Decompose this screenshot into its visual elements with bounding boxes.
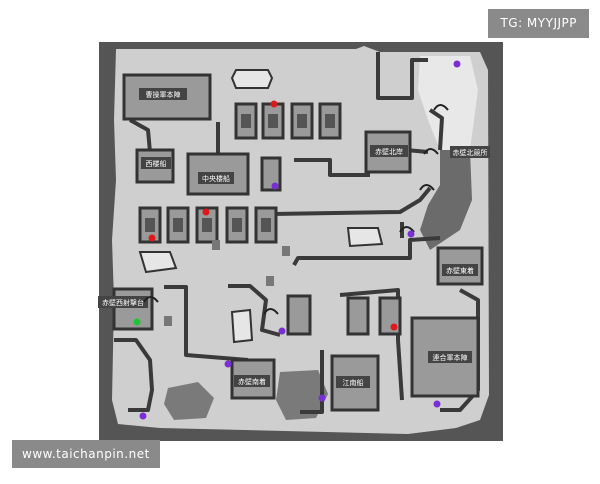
corridors xyxy=(114,52,480,414)
room-label: 中央楼船 xyxy=(202,174,230,183)
arrow-icon xyxy=(433,104,449,111)
red-marker xyxy=(390,323,398,331)
green-marker xyxy=(133,318,141,326)
arrow-icon xyxy=(419,184,435,191)
room-allied-main-camp: 連合軍本陣 xyxy=(410,316,480,398)
arrow-icon xyxy=(263,308,279,315)
purple-marker xyxy=(453,60,461,68)
purple-marker xyxy=(271,182,279,190)
light-island-top xyxy=(418,56,478,150)
room-jiangnan-ship: 江南船 xyxy=(330,354,380,412)
purple-marker xyxy=(224,360,232,368)
purple-marker xyxy=(433,400,441,408)
room-label: 江南船 xyxy=(343,378,364,387)
transition-arrows xyxy=(143,104,449,315)
red-marker xyxy=(202,208,210,216)
stairs xyxy=(164,240,290,326)
walkways xyxy=(138,69,384,344)
purple-marker xyxy=(278,327,286,335)
room-label: 曹操軍本陣 xyxy=(146,90,181,99)
water-area-right xyxy=(420,150,472,250)
room-label: 西楼船 xyxy=(146,159,167,168)
room-central-tower-ship: 中央楼船 xyxy=(186,152,250,196)
purple-marker xyxy=(139,412,147,420)
room-cao-main-camp: 曹操軍本陣 xyxy=(122,73,212,121)
purple-marker xyxy=(407,230,415,238)
watermark-telegram: TG: MYYJJPP xyxy=(488,9,589,38)
room-label: 赤壁東着 xyxy=(446,266,474,275)
purple-marker xyxy=(318,394,326,402)
red-marker xyxy=(148,234,156,242)
water-area-south xyxy=(276,370,328,420)
room-chibi-west-shooting-platform: 赤壁西射撃台 xyxy=(98,287,154,331)
arrow-icon xyxy=(399,226,415,233)
arrow-icon xyxy=(143,296,159,303)
room-label: 赤壁北岸 xyxy=(375,147,403,156)
room-chibi-south-landing: 赤壁南着 xyxy=(230,358,276,400)
water-area-left xyxy=(164,382,214,420)
room-label: 赤壁西射撃台 xyxy=(102,298,144,307)
room-west-tower-ship: 西楼船 xyxy=(135,148,175,184)
watermark-website: www.taichanpin.net xyxy=(12,440,160,468)
room-chibi-east-landing: 赤壁東着 xyxy=(436,246,484,286)
arrow-icon xyxy=(423,148,439,155)
room-label: 連合軍本陣 xyxy=(433,353,468,362)
room-chibi-north-post: 赤壁北競所 xyxy=(450,146,490,158)
markers xyxy=(133,60,461,420)
room-chibi-north-shore: 赤壁北岸 xyxy=(364,130,412,174)
red-marker xyxy=(270,100,278,108)
room-label: 赤壁南着 xyxy=(238,377,266,386)
ship-block-cores xyxy=(145,114,335,232)
room-label: 赤壁北競所 xyxy=(453,148,488,157)
